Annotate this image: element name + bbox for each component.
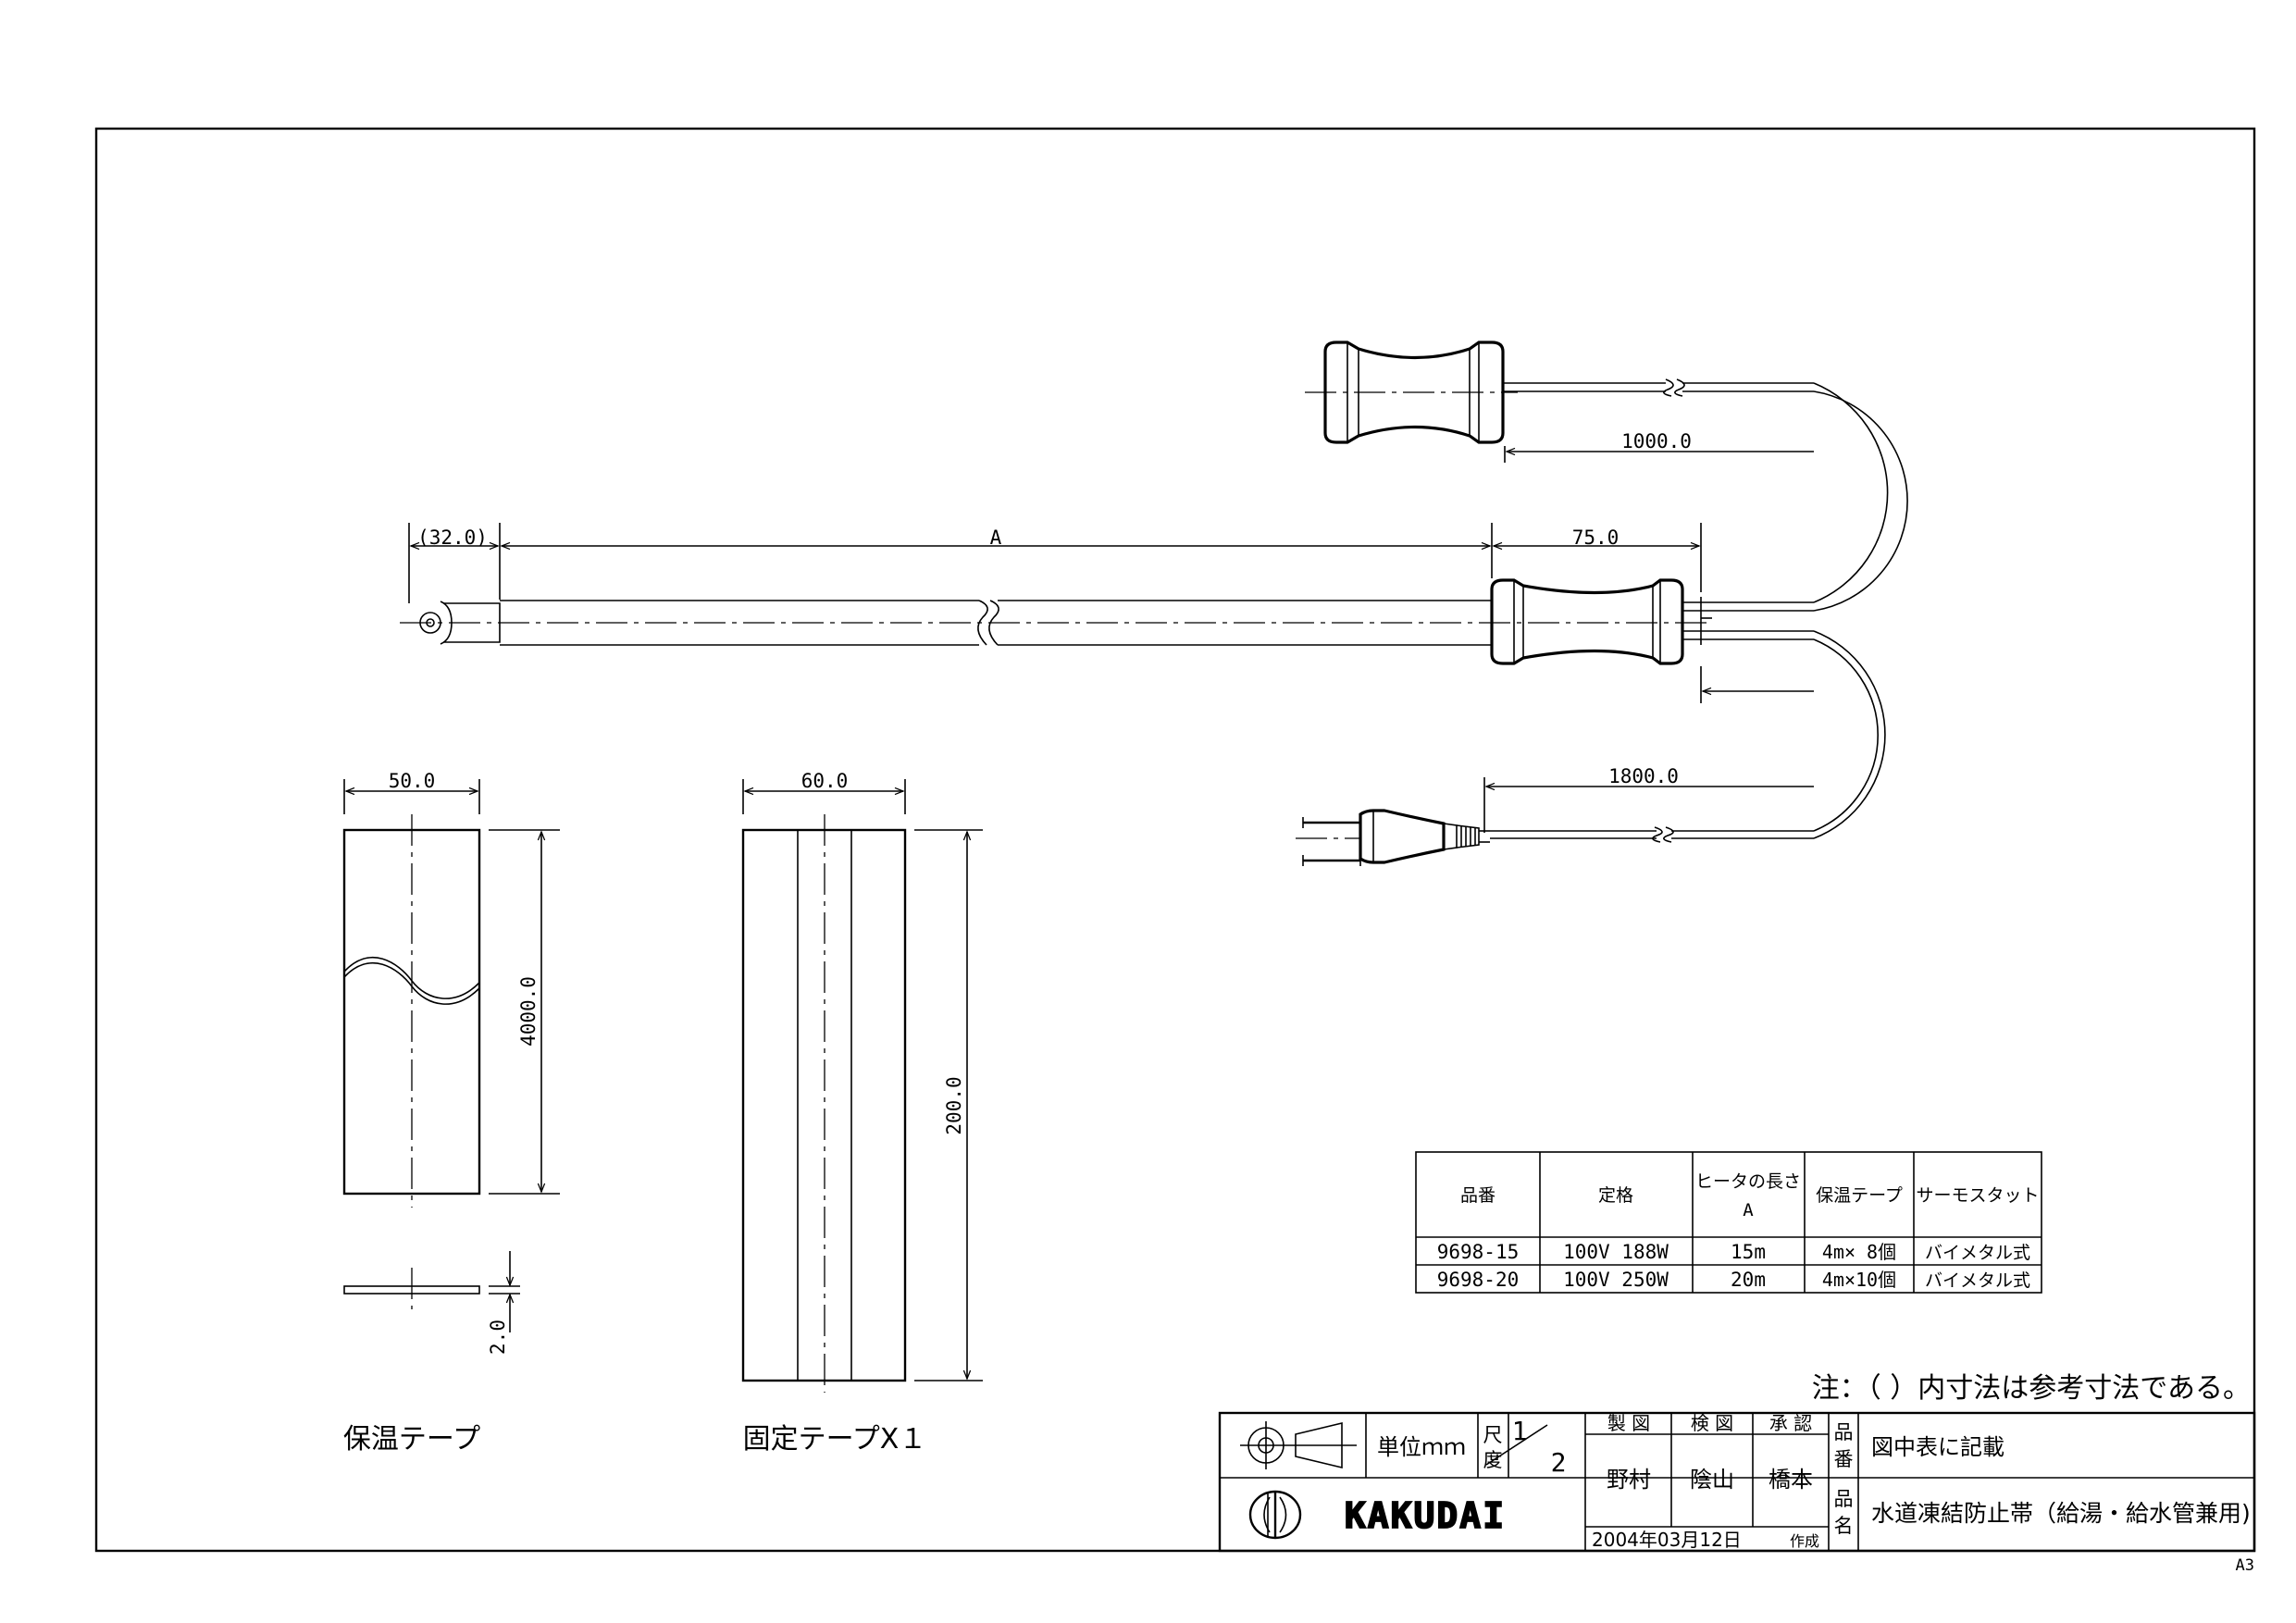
unit-label: 単位ｍｍ xyxy=(1377,1434,1466,1460)
heater-tube xyxy=(500,600,1493,646)
td-r1-part: 9698-15 xyxy=(1437,1241,1520,1263)
scale-label-1: 尺 xyxy=(1483,1424,1503,1446)
main-grip xyxy=(1490,578,1684,665)
heater-dimensions: (32.0) A 75.0 1000.0 1800.0 xyxy=(408,430,1814,833)
part-no-value: 図中表に記載 xyxy=(1871,1434,2004,1460)
th-heater-length: ヒータの長さ xyxy=(1695,1171,1801,1192)
name-drawn: 野村 xyxy=(1607,1467,1651,1493)
dim-lead-upper: 1000.0 xyxy=(1621,430,1692,452)
td-r2-length: 20m xyxy=(1731,1269,1766,1291)
spec-table: 品番 定格 ヒータの長さ A 保温テープ サーモスタット 9698-15 100… xyxy=(1415,1151,2042,1294)
td-r1-length: 15m xyxy=(1731,1241,1766,1263)
name-approved: 橋本 xyxy=(1769,1467,1813,1493)
td-r2-thermostat: バイメタル式 xyxy=(1925,1270,2030,1291)
heater-cable-assembly xyxy=(400,341,1908,866)
dimension-note: 注：（ ）内寸法は参考寸法である。 xyxy=(1812,1372,2251,1405)
td-r2-rating: 100V 250W xyxy=(1563,1269,1669,1291)
td-r2-part: 9698-20 xyxy=(1437,1269,1520,1291)
upper-lead-cable xyxy=(1503,378,1908,612)
label-insulation-tape: 保温テープ xyxy=(343,1423,480,1456)
th-insulation-tape: 保温テープ xyxy=(1816,1185,1903,1206)
dim-length-a: A xyxy=(990,527,1002,549)
lower-lead-cable xyxy=(1490,630,1886,843)
lead-stubs xyxy=(1682,597,1712,645)
name-checked: 陰山 xyxy=(1690,1467,1734,1493)
th-heater-length-a: A xyxy=(1743,1200,1754,1220)
insulation-tape-drawing: 50.0 4000.0 2.0 保温テープ xyxy=(342,770,560,1456)
role-drawn: 製 図 xyxy=(1607,1412,1650,1434)
part-name-label-2: 名 xyxy=(1834,1515,1854,1537)
th-thermostat: サーモスタット xyxy=(1916,1185,2039,1206)
third-angle-projection-icon xyxy=(1240,1421,1357,1469)
th-part-number: 品番 xyxy=(1460,1185,1496,1206)
part-name-label-1: 品 xyxy=(1834,1488,1854,1510)
part-no-label-1: 品 xyxy=(1834,1421,1854,1443)
role-approved: 承 認 xyxy=(1769,1412,1812,1434)
scale-label-2: 度 xyxy=(1483,1449,1503,1471)
td-r2-tape: 4m×10個 xyxy=(1822,1269,1896,1291)
part-name-value: 水道凍結防止帯（給湯・給水管兼用) xyxy=(1871,1500,2251,1527)
creation-date: 2004年03月12日 xyxy=(1592,1529,1742,1551)
created-label: 作成 xyxy=(1790,1532,1819,1550)
dim-tape-width: 50.0 xyxy=(389,770,436,792)
scale-numerator: 1 xyxy=(1512,1416,1528,1446)
th-rating: 定格 xyxy=(1598,1185,1633,1206)
td-r1-rating: 100V 188W xyxy=(1563,1241,1669,1263)
kakudai-logo-icon xyxy=(1248,1490,1302,1540)
dim-lead-lower: 1800.0 xyxy=(1608,765,1679,787)
fixing-tape-drawing: 60.0 200.0 固定テープX１ xyxy=(741,770,983,1456)
dim-fix-tape-length: 200.0 xyxy=(943,1076,965,1134)
dim-grip: 75.0 xyxy=(1572,527,1620,549)
drawing-frame xyxy=(94,127,2256,1553)
label-fixing-tape: 固定テープX１ xyxy=(743,1423,927,1456)
part-no-label-2: 番 xyxy=(1834,1448,1854,1470)
company-wordmark: KAKUDAI xyxy=(1345,1495,1506,1536)
dim-offset: (32.0) xyxy=(417,527,488,549)
td-r1-thermostat: バイメタル式 xyxy=(1925,1243,2030,1263)
dim-fix-tape-width: 60.0 xyxy=(801,770,849,792)
dim-tape-length: 4000.0 xyxy=(517,976,540,1047)
scale-denominator: 2 xyxy=(1551,1447,1567,1478)
sheet-size: A3 xyxy=(2236,1556,2254,1575)
title-block: 単位ｍｍ 尺 度 1 2 製 図 検 図 承 認 野村 陰山 橋本 品 番 図中… xyxy=(1218,1411,2256,1553)
power-plug xyxy=(1302,809,1490,866)
dim-tape-thickness: 2.0 xyxy=(487,1319,509,1355)
td-r1-tape: 4m× 8個 xyxy=(1822,1241,1896,1263)
role-checked: 検 図 xyxy=(1691,1412,1733,1434)
